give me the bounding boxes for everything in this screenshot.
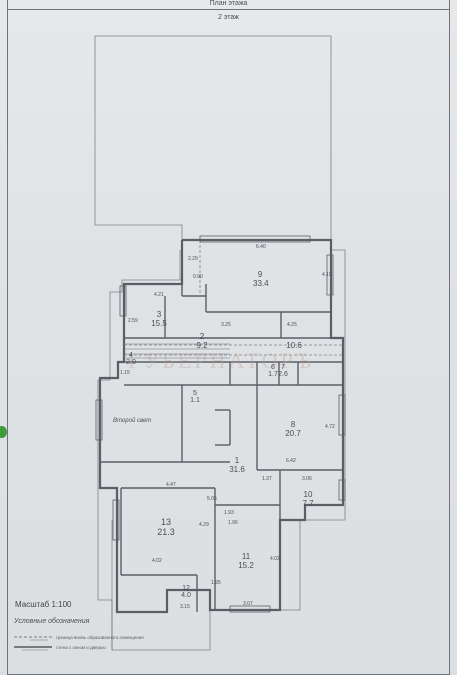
dim-9: 1.15 [120, 370, 130, 376]
outer-wall [98, 238, 345, 614]
dim-15: 5.05 [207, 496, 217, 502]
dim-1: 6.40 [256, 244, 266, 250]
legend-title: Условные обозначения [14, 618, 90, 625]
dim-18: 1.96 [228, 520, 238, 526]
dim-23: 1.95 [211, 580, 221, 586]
dim-12: 3.06 [302, 476, 312, 482]
dim-22: 3.15 [180, 604, 190, 610]
dim-16: 1.93 [224, 510, 234, 516]
floor-label: 2 этаж [218, 14, 239, 21]
plan-title: План этажа [209, 0, 248, 7]
scale-label: Масштаб 1:100 [15, 600, 72, 609]
dim-13: 6.42 [286, 458, 296, 464]
building-walls [98, 238, 345, 614]
stairs [124, 343, 230, 359]
interior-walls [100, 284, 343, 612]
dimension-lines [22, 250, 181, 651]
dim-21: 3.07 [243, 601, 253, 607]
second-light-note: Второй свет [113, 418, 152, 424]
new-boundaries [124, 240, 343, 356]
land-outline [94, 35, 346, 651]
legend-item-wall: стена с окном и дверью [56, 645, 106, 650]
dim-14: 4.47 [166, 482, 176, 488]
dim-5: 4.21 [154, 292, 164, 298]
windows [95, 235, 346, 613]
dim-4: 4.15 [322, 272, 332, 278]
dim-3: 0.90 [193, 274, 203, 280]
dim-19: 4.02 [270, 556, 280, 562]
dim-20: 4.02 [152, 558, 162, 564]
dim-17: 4.29 [199, 522, 209, 528]
dim-2: 2.29 [188, 256, 198, 262]
dim-10: 4.72 [325, 424, 335, 430]
dim-11: 1.37 [262, 476, 272, 482]
legend-item-boundary: граница вновь образованного помещения [56, 635, 144, 640]
dim-8: 2.59 [128, 318, 138, 324]
watermark: ГУБЕРНАТОРЪ [128, 348, 315, 373]
dim-6: 3.25 [221, 322, 231, 328]
room-10.6-label: 10.6 [286, 341, 302, 350]
green-marker [0, 426, 7, 438]
dim-7: 4.25 [287, 322, 297, 328]
